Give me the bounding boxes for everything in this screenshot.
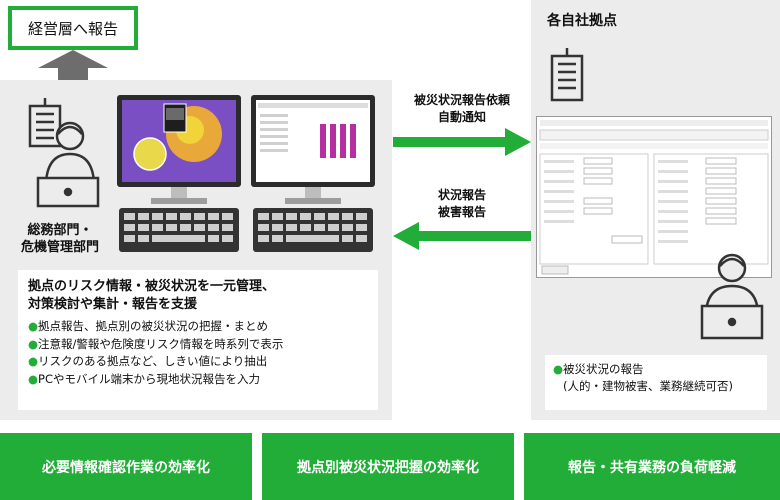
arrow-left-icon bbox=[393, 222, 531, 250]
report-form-screen bbox=[536, 116, 772, 278]
hq-info-box: 拠点のリスク情報・被災状況を一元管理、 対策検討や集計・報告を支援 ●拠点報告、… bbox=[18, 270, 378, 410]
dept-label: 総務部門・ 危機管理部門 bbox=[20, 223, 99, 255]
branch-info-box: ●被災状況の報告 (人的・建物被害、業務継続可否) bbox=[545, 355, 767, 410]
hq-info-title: 拠点のリスク情報・被災状況を一元管理、 対策検討や集計・報告を支援 bbox=[28, 279, 276, 312]
branch-person-icon bbox=[700, 253, 764, 340]
branch-bullet-detail: (人的・建物被害、業務継続可否) bbox=[563, 379, 733, 393]
report-to-management-label: 経営層へ報告 bbox=[27, 19, 118, 38]
hq-bullet: ●注意報/警報や危険度リスク情報を時系列で表示 bbox=[28, 336, 284, 351]
arrow-right-icon bbox=[393, 128, 531, 156]
monitor-map bbox=[117, 95, 241, 252]
footer-benefit-2: 拠点別被災状況把握の効率化 bbox=[262, 433, 514, 500]
monitor-table bbox=[251, 95, 375, 252]
branch-title: 各自社拠点 bbox=[547, 13, 617, 29]
branch-building-icon bbox=[550, 48, 584, 102]
footer-benefit-3: 報告・共有業務の負荷軽減 bbox=[524, 433, 780, 500]
report-label: 状況報告 被害報告 bbox=[437, 188, 486, 219]
notify-label: 被災状況報告依頼 自動通知 bbox=[413, 93, 510, 124]
footer-benefit-1: 必要情報確認作業の効率化 bbox=[0, 433, 252, 500]
hq-bullet: ●リスクのある拠点など、しきい値により抽出 bbox=[28, 354, 268, 368]
up-arrow-icon bbox=[38, 50, 108, 90]
hq-building-person-icon bbox=[28, 98, 100, 208]
hq-bullet: ●拠点報告、拠点別の被災状況の把握・まとめ bbox=[28, 319, 269, 333]
hq-bullet: ●PCやモバイル端末から現地状況報告を入力 bbox=[28, 371, 261, 386]
branch-bullet: ●被災状況の報告 bbox=[553, 362, 644, 376]
report-to-management-box: 経営層へ報告 bbox=[8, 6, 138, 50]
